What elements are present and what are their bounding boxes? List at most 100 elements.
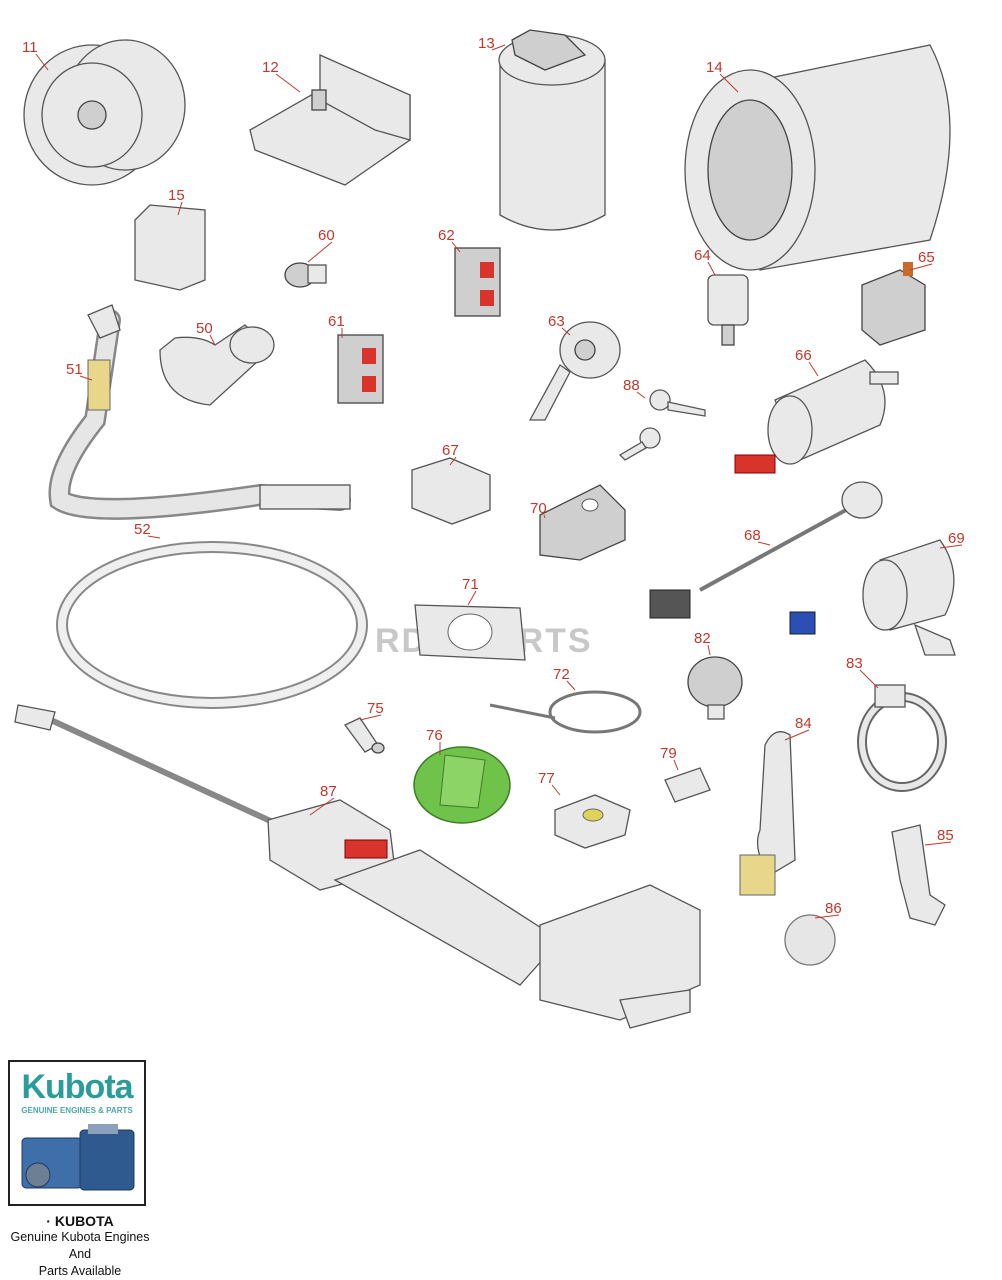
part-79-spacer[interactable] bbox=[664, 767, 711, 803]
part-84-latch[interactable] bbox=[739, 731, 796, 896]
callout-85: 85 bbox=[937, 827, 954, 844]
callout-leader-69 bbox=[939, 544, 963, 549]
callout-leader-66 bbox=[808, 361, 819, 377]
callout-leader-50 bbox=[209, 334, 216, 346]
callout-68: 68 bbox=[744, 527, 761, 544]
callout-leader-14 bbox=[719, 73, 739, 93]
callout-leader-82 bbox=[707, 644, 711, 656]
kubota-logo: Kubota bbox=[21, 1068, 133, 1106]
part-86-ball[interactable] bbox=[784, 914, 836, 966]
part-72-cable-tie[interactable] bbox=[489, 690, 642, 734]
callout-75: 75 bbox=[367, 700, 384, 717]
part-50-elbow-hose[interactable] bbox=[159, 324, 275, 406]
callout-leader-65 bbox=[909, 263, 933, 271]
engine-image bbox=[21, 1124, 135, 1191]
callout-76: 76 bbox=[426, 727, 443, 744]
callout-64: 64 bbox=[694, 247, 711, 264]
callout-84: 84 bbox=[795, 715, 812, 732]
callout-leader-63 bbox=[561, 327, 571, 336]
callout-leader-85 bbox=[924, 841, 952, 846]
callout-leader-52 bbox=[147, 535, 161, 539]
part-75-fitting[interactable] bbox=[344, 717, 385, 754]
part-64-solenoid[interactable] bbox=[707, 274, 749, 346]
kubota-brand-panel: Kubota GENUINE ENGINES & PARTS bbox=[8, 1060, 146, 1206]
part-11-oil-filter[interactable] bbox=[23, 39, 186, 186]
part-69-electric-pump[interactable] bbox=[789, 539, 956, 656]
callout-leader-64 bbox=[707, 261, 716, 276]
callout-leader-71 bbox=[467, 590, 477, 606]
callout-leader-87 bbox=[309, 797, 335, 816]
callout-88: 88 bbox=[623, 377, 640, 394]
callout-leader-12 bbox=[275, 73, 301, 93]
part-82-cap[interactable] bbox=[687, 656, 743, 720]
part-71-gasket[interactable] bbox=[414, 604, 526, 661]
part-67-regulator[interactable] bbox=[411, 457, 491, 525]
callout-77: 77 bbox=[538, 770, 555, 787]
part-62-rocker-switch[interactable] bbox=[454, 247, 501, 317]
callout-79: 79 bbox=[660, 745, 677, 762]
callout-leader-13 bbox=[491, 44, 506, 51]
callout-13: 13 bbox=[478, 35, 495, 52]
callout-66: 66 bbox=[795, 347, 812, 364]
part-60-pressure-switch[interactable] bbox=[284, 262, 327, 288]
callout-72: 72 bbox=[553, 666, 570, 683]
part-70-block[interactable] bbox=[539, 484, 626, 561]
kubota-tagline: GENUINE ENGINES & PARTS bbox=[21, 1106, 133, 1115]
part-51-fuel-line[interactable] bbox=[48, 304, 351, 520]
callout-leader-15 bbox=[177, 201, 183, 216]
callout-leader-11 bbox=[35, 53, 49, 71]
callout-86: 86 bbox=[825, 900, 842, 917]
callout-leader-70 bbox=[543, 514, 546, 519]
part-83-hose-clamp[interactable] bbox=[857, 684, 947, 792]
part-85-bracket[interactable] bbox=[891, 824, 946, 926]
callout-leader-77 bbox=[551, 784, 561, 796]
caption-title: · KUBOTA bbox=[46, 1213, 114, 1229]
callout-leader-84 bbox=[784, 729, 810, 741]
callout-leader-67 bbox=[449, 456, 457, 466]
caption-line-1: Genuine Kubota Engines And bbox=[10, 1230, 150, 1261]
callout-69: 69 bbox=[948, 530, 965, 547]
part-65-relay[interactable] bbox=[861, 262, 926, 346]
part-12-filter-head[interactable] bbox=[249, 53, 411, 186]
callout-60: 60 bbox=[318, 227, 335, 244]
callout-14: 14 bbox=[706, 59, 723, 76]
part-13-canister[interactable] bbox=[498, 29, 606, 231]
callout-51: 51 bbox=[66, 361, 83, 378]
callout-leader-72 bbox=[566, 680, 576, 691]
part-68-sender[interactable] bbox=[649, 481, 883, 619]
callout-leader-79 bbox=[673, 759, 679, 771]
callout-leader-68 bbox=[757, 541, 771, 546]
part-52-hose[interactable] bbox=[56, 541, 368, 709]
caption-line-2: Parts Available bbox=[38, 1264, 122, 1278]
part-77-radiator-cap[interactable] bbox=[554, 794, 631, 849]
callout-11: 11 bbox=[22, 39, 38, 56]
callout-61: 61 bbox=[328, 313, 345, 330]
callout-leader-62 bbox=[451, 241, 461, 253]
callout-leader-75 bbox=[359, 714, 382, 721]
part-61-rocker-switch[interactable] bbox=[337, 334, 384, 404]
callout-65: 65 bbox=[918, 249, 935, 266]
part-63-ignition-switch[interactable] bbox=[528, 321, 621, 421]
callout-leader-51 bbox=[79, 375, 93, 381]
callout-leader-86 bbox=[814, 914, 840, 919]
callout-67: 67 bbox=[442, 442, 459, 459]
callout-15: 15 bbox=[168, 187, 185, 204]
part-66-fuel-pump[interactable] bbox=[734, 359, 899, 474]
part-76-fuel-cap[interactable] bbox=[413, 746, 511, 824]
part-14-air-filter[interactable] bbox=[684, 44, 951, 271]
callout-12: 12 bbox=[262, 59, 279, 76]
callout-63: 63 bbox=[548, 313, 565, 330]
callout-52: 52 bbox=[134, 521, 151, 538]
callout-leader-60 bbox=[307, 241, 333, 263]
brand-caption: · KUBOTA Genuine Kubota Engines And Part… bbox=[0, 1213, 160, 1280]
callout-50: 50 bbox=[196, 320, 213, 337]
part-88-keys[interactable] bbox=[618, 389, 706, 461]
part-15-filter-element[interactable] bbox=[134, 204, 206, 291]
callout-71: 71 bbox=[462, 576, 479, 593]
callout-82: 82 bbox=[694, 630, 711, 647]
callout-87: 87 bbox=[320, 783, 337, 800]
callout-83: 83 bbox=[846, 655, 863, 672]
part-87-seat-belt[interactable] bbox=[14, 704, 701, 1029]
